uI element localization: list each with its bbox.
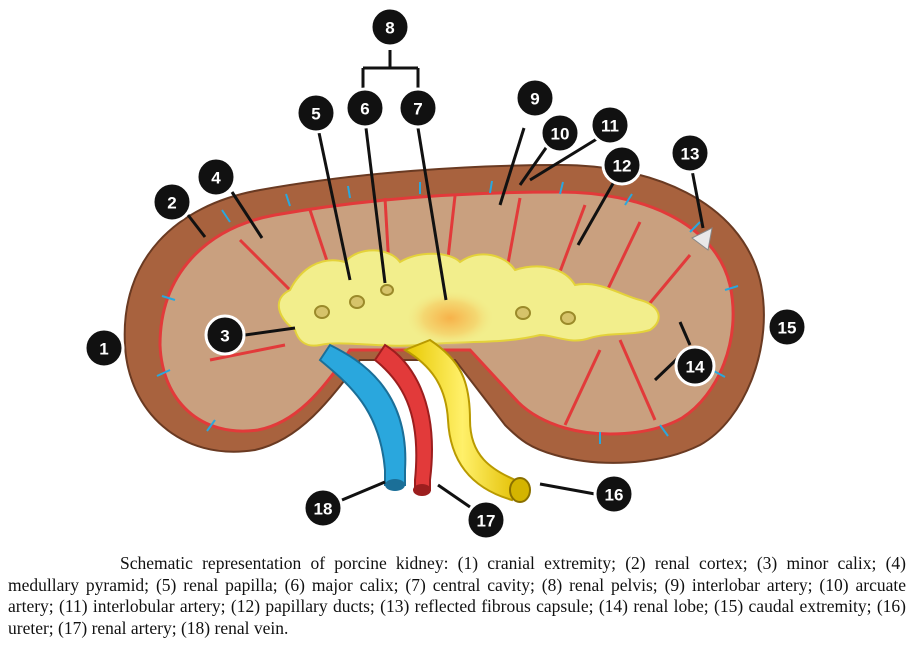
marker-12: 12	[601, 144, 643, 186]
marker-6-label: 6	[360, 100, 369, 119]
marker-12-circle	[601, 144, 643, 186]
marker-3-circle	[204, 314, 246, 356]
marker-11-circle	[589, 104, 631, 146]
marker-4-circle	[195, 156, 237, 198]
marker-5-label: 5	[311, 105, 320, 124]
marker-9-circle	[514, 77, 556, 119]
marker-17: 17	[465, 499, 507, 541]
marker-6-circle	[344, 87, 386, 129]
marker-6: 6	[344, 87, 386, 129]
marker-3: 3	[204, 314, 246, 356]
marker-9-label: 9	[530, 90, 539, 109]
marker-14-circle	[674, 345, 716, 387]
marker-13: 13	[669, 132, 711, 174]
figure-caption: Schematic representation of porcine kidn…	[8, 553, 906, 638]
marker-4: 4	[195, 156, 237, 198]
marker-2: 2	[151, 181, 193, 223]
marker-1-label: 1	[99, 340, 108, 359]
fibrous-capsule-flap	[691, 227, 713, 251]
renal-papillae	[314, 284, 576, 325]
marker-5: 5	[295, 92, 337, 134]
marker-15: 15	[766, 306, 808, 348]
marker-2-circle	[151, 181, 193, 223]
marker-3-label: 3	[220, 327, 229, 346]
ureter-end	[509, 477, 531, 503]
marker-9: 9	[514, 77, 556, 119]
marker-2-label: 2	[167, 194, 176, 213]
leader-lines	[186, 50, 705, 509]
marker-5-circle	[295, 92, 337, 134]
ureter	[402, 338, 522, 502]
marker-17-circle	[465, 499, 507, 541]
marker-18-circle	[302, 487, 344, 529]
marker-10: 10	[539, 112, 581, 154]
marker-8-label: 8	[385, 19, 394, 38]
marker-10-circle	[539, 112, 581, 154]
marker-17-label: 17	[477, 512, 496, 531]
marker-1-circle	[83, 327, 125, 369]
renal-vein-end	[385, 479, 405, 491]
marker-10-label: 10	[551, 125, 570, 144]
marker-15-label: 15	[778, 319, 797, 338]
interlobular-veins	[156, 180, 739, 444]
marker-7-circle	[397, 87, 439, 129]
marker-11-label: 11	[601, 117, 619, 136]
marker-13-label: 13	[681, 145, 700, 164]
marker-16: 16	[593, 473, 635, 515]
marker-13-circle	[669, 132, 711, 174]
marker-7-label: 7	[413, 100, 422, 119]
marker-4-label: 4	[211, 169, 221, 188]
marker-18-label: 18	[314, 500, 333, 519]
marker-16-circle	[593, 473, 635, 515]
marker-15-circle	[766, 306, 808, 348]
marker-14-label: 14	[686, 358, 705, 377]
marker-12-label: 12	[613, 157, 632, 176]
marker-8-circle	[369, 6, 411, 48]
renal-artery-end	[413, 484, 431, 496]
marker-16-label: 16	[605, 486, 624, 505]
marker-11: 11	[589, 104, 631, 146]
marker-8: 8	[369, 6, 411, 48]
central-cavity	[405, 290, 495, 346]
marker-14: 14	[674, 345, 716, 387]
marker-1: 1	[83, 327, 125, 369]
marker-18: 18	[302, 487, 344, 529]
marker-7: 7	[397, 87, 439, 129]
